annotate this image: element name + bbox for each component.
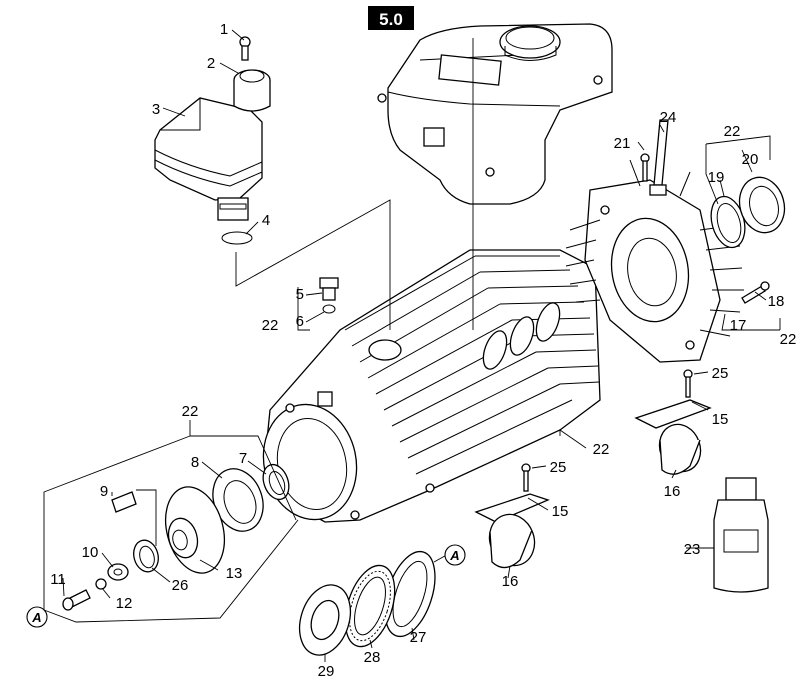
callout-29: 29 <box>318 663 335 680</box>
callout-25-right: 25 <box>712 365 729 382</box>
leader-lines <box>43 29 781 662</box>
callout-19: 19 <box>708 169 725 186</box>
oil-tank <box>377 23 613 205</box>
o-ring-4 <box>221 231 253 245</box>
reservoir <box>154 97 263 221</box>
callout-26: 26 <box>172 577 189 594</box>
washer-12 <box>95 578 107 590</box>
callout-23: 23 <box>684 541 701 558</box>
plug-5 <box>319 277 339 301</box>
flange <box>565 159 744 363</box>
screw-11 <box>62 589 91 611</box>
callout-10: 10 <box>82 544 99 561</box>
callout-22-case: 22 <box>593 441 610 458</box>
callout-13: 13 <box>226 565 243 582</box>
key-9 <box>111 491 137 513</box>
screw-21 <box>640 153 650 182</box>
needle-bearing-28 <box>344 564 396 648</box>
callout-9: 9 <box>100 483 108 500</box>
hose-24 <box>649 119 669 196</box>
oil-bottle <box>713 477 769 593</box>
callout-18: 18 <box>768 293 785 310</box>
conrod-right <box>634 369 712 475</box>
callout-16-left: 16 <box>502 573 519 590</box>
callout-8: 8 <box>191 454 199 471</box>
callout-15-right: 15 <box>712 411 729 428</box>
o-ring-6 <box>322 304 336 314</box>
shaft-13 <box>165 486 225 574</box>
callout-27: 27 <box>410 629 427 646</box>
callout-7: 7 <box>239 450 247 467</box>
callout-17: 17 <box>730 317 747 334</box>
crankcase <box>262 249 601 523</box>
conrod-left <box>474 463 550 569</box>
callout-6: 6 <box>296 313 304 330</box>
callout-12: 12 <box>116 595 133 612</box>
callout-15-left: 15 <box>552 503 569 520</box>
cap-screw <box>239 36 251 61</box>
callout-3: 3 <box>152 101 160 118</box>
callout-25-left: 25 <box>550 459 567 476</box>
section-label: 5.0 <box>379 10 403 29</box>
callout-5: 5 <box>296 286 304 303</box>
washer-29 <box>298 584 352 656</box>
bearing-20 <box>738 176 786 234</box>
callout-labels: 1 2 3 4 5 6 22 7 8 9 10 11 12 26 13 22 2… <box>50 21 796 680</box>
callout-16-right: 16 <box>664 483 681 500</box>
washer-10 <box>107 563 129 581</box>
callout-11: 11 <box>50 571 66 588</box>
callout-22-shaft: 22 <box>182 403 199 420</box>
callout-20: 20 <box>742 151 759 168</box>
callout-2: 2 <box>207 55 215 72</box>
section-badge: 5.0 <box>368 6 414 30</box>
reservoir-cap <box>233 69 271 112</box>
screw-18 <box>741 281 770 304</box>
callout-4: 4 <box>262 212 270 229</box>
callout-24: 24 <box>660 109 677 126</box>
ref-marker-right: A <box>444 544 466 566</box>
callout-22-bearing: 22 <box>724 123 741 140</box>
callout-28: 28 <box>364 649 381 666</box>
callout-21: 21 <box>614 135 631 152</box>
svg-text:A: A <box>449 548 459 563</box>
callout-22-flange: 22 <box>780 331 797 348</box>
callout-1: 1 <box>220 21 228 38</box>
ref-marker-left: A <box>26 606 48 628</box>
ring-26 <box>133 539 159 573</box>
svg-text:A: A <box>31 610 41 625</box>
callout-22-tank: 22 <box>262 317 279 334</box>
